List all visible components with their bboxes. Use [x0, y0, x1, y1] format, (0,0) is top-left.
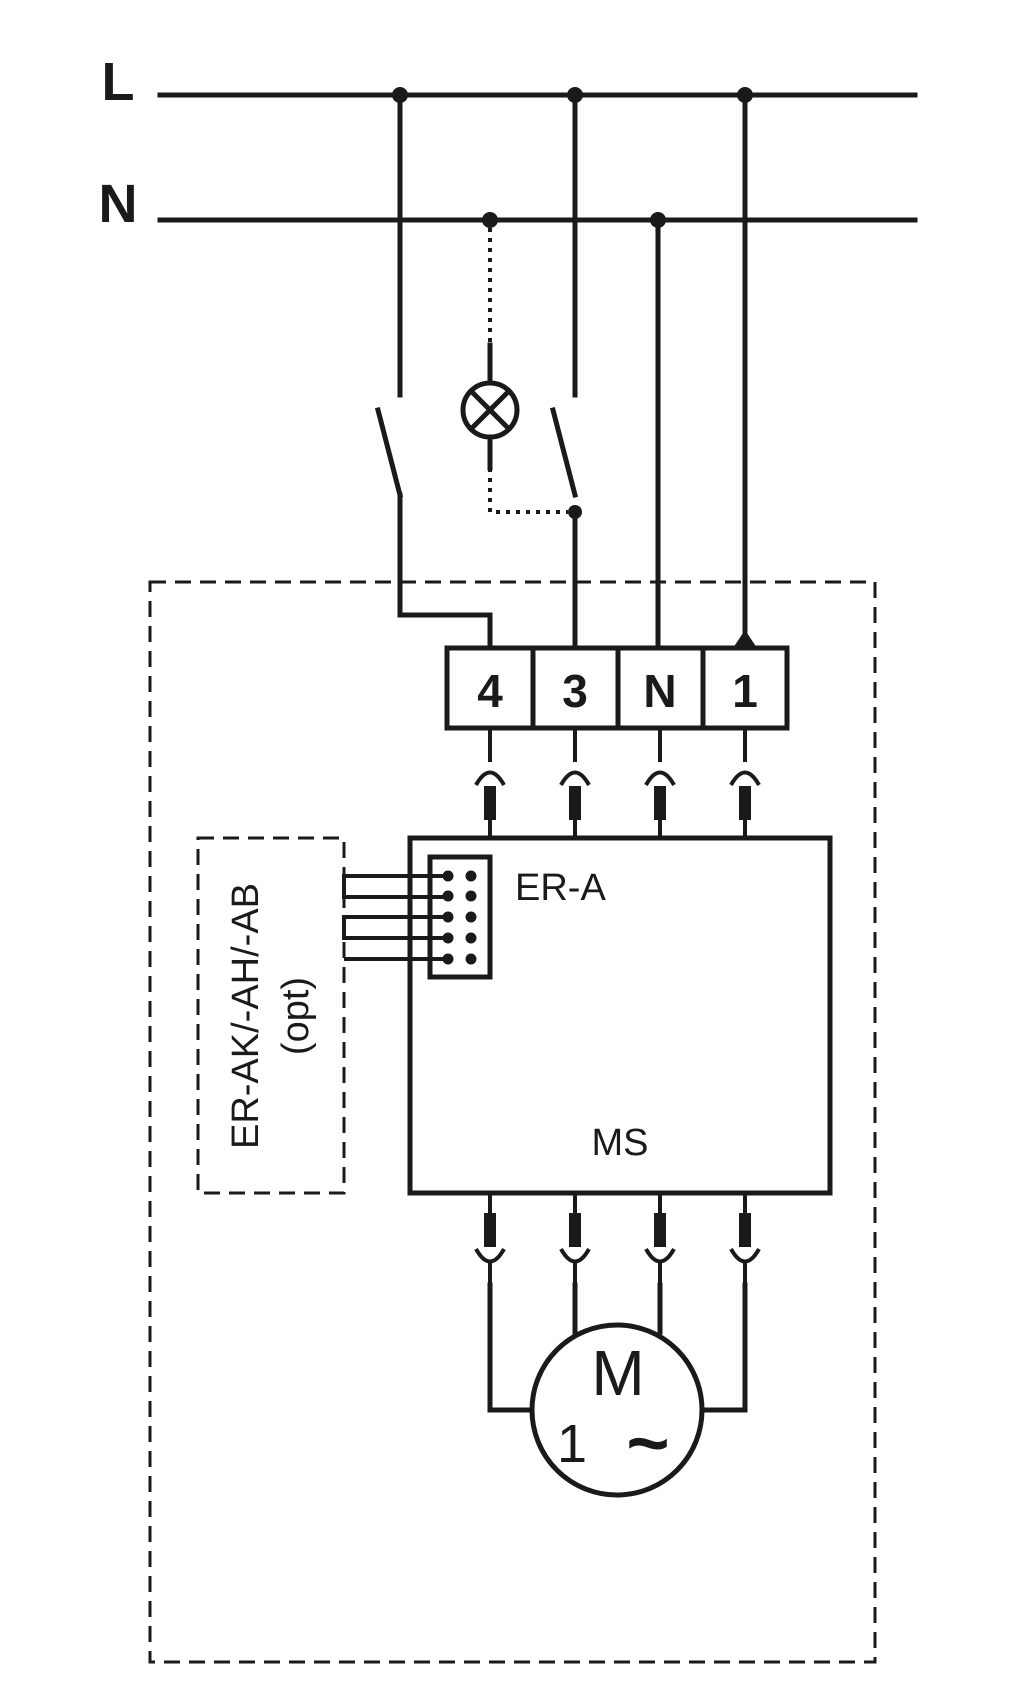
optional-note: (opt) [275, 977, 317, 1055]
optional-module [196, 836, 346, 1195]
expansion-connector-label: ER-A [515, 867, 606, 909]
line-feed [733, 92, 757, 648]
switch-terminal-3 [549, 92, 582, 651]
lower-plug-connectors [474, 1193, 761, 1285]
optional-module-label: ER-AK/-AH/-AB [225, 883, 267, 1149]
neutral-label: N [99, 174, 138, 234]
terminal-4: 4 [477, 665, 503, 717]
motor-phase: 1 [557, 1414, 587, 1474]
motor-ac-symbol: ~ [626, 1401, 669, 1484]
line-label: L [102, 52, 135, 112]
terminal-block [444, 645, 790, 731]
switch-terminal-4 [374, 92, 493, 651]
terminal-3: 3 [562, 665, 588, 717]
main-board [407, 835, 833, 1196]
motor-symbol: M [591, 1337, 644, 1409]
motor [529, 1322, 705, 1498]
terminal-1: 1 [732, 665, 758, 717]
indicator-lamp [460, 228, 568, 514]
device-enclosure [148, 580, 877, 1664]
motor-wiring [487, 1282, 748, 1413]
terminal-n: N [643, 665, 676, 717]
main-board-label: MS [592, 1122, 649, 1164]
upper-plug-connectors [474, 728, 761, 838]
